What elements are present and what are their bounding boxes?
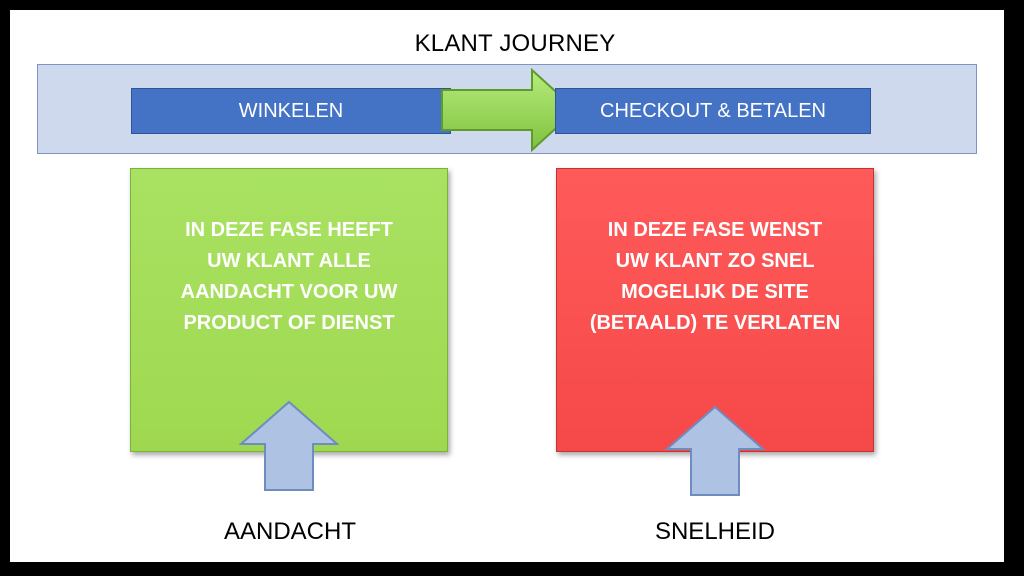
phase-description-box-speed: IN DEZE FASE WENST UW KLANT ZO SNEL MOGE… [556,168,874,452]
right-arrow-icon [441,68,578,152]
phase-checkout-betalen: CHECKOUT & BETALEN [555,88,871,134]
up-arrow-icon [665,405,765,496]
caption-snelheid: SNELHEID [654,518,776,545]
box-text-line: UW KLANT ALLE [207,250,371,272]
up-arrow-icon [239,400,339,491]
box-text-line: AANDACHT VOOR UW [180,281,398,303]
phase-winkelen: WINKELEN [131,88,451,134]
slide: KLANT JOURNEY WINKELEN CHECKOUT & BETALE… [10,10,1004,562]
box-text-line: (BETAALD) TE VERLATEN [589,312,841,334]
diagram-title: KLANT JOURNEY [414,30,616,57]
box-text-line: IN DEZE FASE WENST [607,219,823,241]
caption-aandacht: AANDACHT [223,518,356,545]
box-text-line: IN DEZE FASE HEEFT [185,219,393,241]
box-text-line: UW KLANT ZO SNEL [615,250,815,272]
box-text-line: MOGELIJK DE SITE [621,281,809,303]
box-text-line: PRODUCT OF DIENST [183,312,395,334]
